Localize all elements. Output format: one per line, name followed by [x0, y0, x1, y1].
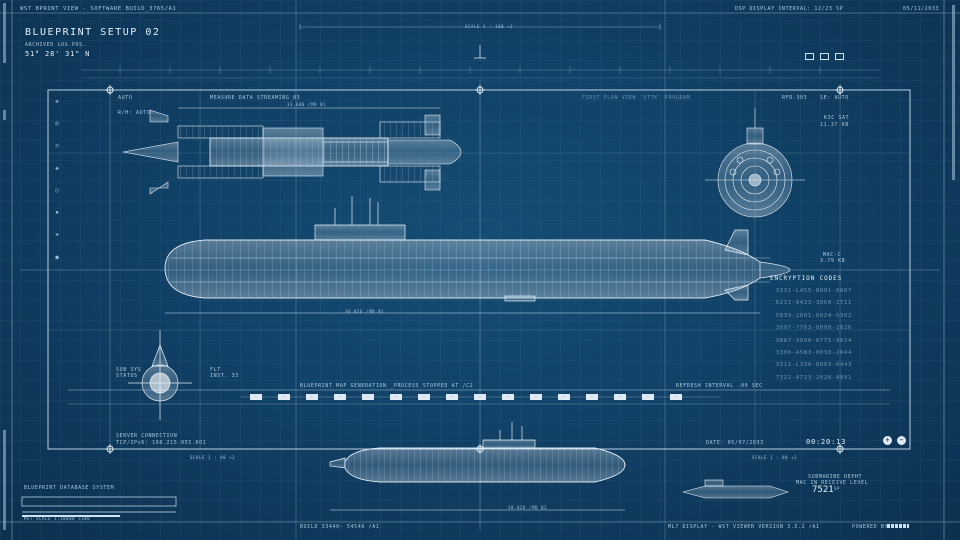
first-plan-label: FIRST PLAN VIEW 'UTTK' PROGRAM [582, 95, 691, 101]
encryption-code-list: 3331-L455-8001-6887 6231-8423-3068-2711 … [772, 288, 852, 387]
submarine-mini-view [681, 479, 789, 499]
square-icon[interactable]: ▪ [55, 209, 59, 216]
progress-mark: - [558, 394, 570, 400]
encryption-code: 3887-3090-8775-9024 [775, 337, 852, 344]
crosshair-icon[interactable]: ✥ [55, 98, 59, 105]
submarine-bottom-view [329, 422, 626, 483]
database-scale: MST SCALE 1:10000 +100 [24, 516, 91, 521]
progress-mark: - [642, 394, 654, 400]
front-ref: RFR-303 [782, 95, 808, 101]
submarine-side-view [164, 196, 791, 302]
display-interval: DSP DISPLAY INTERVAL: 12/23 SP [735, 6, 844, 12]
measure-label: MEASURE DATA STREAMING 03 [210, 95, 301, 101]
dot-icon[interactable]: ● [55, 254, 59, 261]
submarine-depth-label: SUBMARINE DEPHT [808, 474, 863, 480]
sub-sys-label: SUB SYS [116, 367, 142, 373]
database-label: BLUEPRINT DATABASE SYSTEM [24, 485, 115, 491]
progress-mark: - [306, 394, 318, 400]
progress-mark: - [614, 394, 626, 400]
auto-label: AUTO [118, 95, 133, 101]
progress-mark: - [446, 394, 458, 400]
status-label: STATUS [116, 373, 138, 379]
mac-label: MAC-C [823, 252, 842, 258]
encryption-code: 3331-L455-8001-6887 [775, 288, 852, 294]
encryption-heading: ENCRYPTION CODES [770, 275, 843, 282]
submarine-top-view [122, 109, 462, 195]
encryption-code: 3097-7763-8090-1826 [775, 325, 852, 332]
progress-mark: - [334, 394, 346, 400]
bottom-right-scale: SCALE 1 : 80 +2 [752, 455, 798, 460]
progress-mark: - [362, 394, 374, 400]
server-ip: TCP/IPv6: 168.215.055.001 [116, 440, 207, 446]
brand-logo-icon [887, 524, 909, 528]
encryption-code: 3312-L330-8003-0443 [775, 362, 852, 369]
bottom-dimension: 30.026 /MD 02 [508, 505, 548, 510]
receive-level-label: MAC IN RECEIVE LEVEL [796, 480, 869, 486]
flt-label: FLT [210, 367, 221, 373]
depth-value: 7521 [812, 485, 834, 495]
zoom-in-icon[interactable]: + [883, 436, 892, 445]
footer-display: ML7 DISPLAY - WST VIEWER VERSION 3.5.2 /… [668, 524, 820, 530]
footer-powered: POWERED BY [852, 524, 889, 530]
sat-label: K3C SAT [824, 115, 850, 121]
database-bars [21, 496, 177, 517]
encryption-code: 3306-A5W3-0038-2044 [775, 349, 852, 356]
encryption-code: 6231-8423-3068-2711 [775, 300, 852, 307]
top-scale-label: SCALE 1 : 100 +2 [465, 24, 514, 29]
progress-mark: - [502, 394, 514, 400]
refresh-label: REFRESH INTERVAL .00 SEC [676, 383, 763, 389]
archive-label: ARCHIVED LOG POS. [25, 42, 87, 48]
submarine-rear-view [128, 330, 192, 420]
mac-value: 3.79 KB [820, 258, 846, 264]
progress-marks: ---------------- [250, 394, 710, 401]
diamond-icon[interactable]: ◇ [55, 142, 59, 149]
coordinates: 51° 28' 31" N [25, 50, 91, 58]
footer-build: BUILD 33440- 54546 /A1 [300, 524, 380, 530]
server-label: SERVER CONNECTION [116, 433, 178, 439]
side-dimension: 30.026 /MD 01 [345, 309, 385, 314]
encryption-code: 5839-2001-0024-5302 [775, 312, 852, 319]
app-title: WST BPRINT VIEW - SOFTWARE BUILD_3765/A1 [20, 6, 177, 12]
encryption-code: 7322-8723-2028-8891 [775, 374, 852, 381]
inst-label: INST. 33 [210, 373, 239, 379]
top-dimension: 33.600 /MD 01 [287, 102, 327, 107]
progress-mark: - [250, 394, 262, 400]
status-timer: 00:20:13 [806, 438, 847, 446]
sat-value: 11.37 KB [820, 122, 849, 128]
left-bar-mid [3, 110, 6, 120]
progress-mark: - [586, 394, 598, 400]
left-bar-top [3, 3, 6, 63]
progress-mark: - [474, 394, 486, 400]
progress-mark: - [418, 394, 430, 400]
submarine-front-view [705, 108, 805, 218]
progress-mark: - [390, 394, 402, 400]
header-date: 05/11/2033 [903, 6, 940, 12]
circle-icon[interactable]: ○ [55, 187, 59, 194]
node-icon[interactable]: ◈ [55, 165, 59, 172]
rh-auto-label: R/H: AUTO [118, 110, 151, 116]
page-title: BLUEPRINT SETUP 02 [25, 27, 161, 38]
top-ruler [299, 24, 661, 30]
left-bar-bottom [3, 430, 6, 530]
progress-mark: - [530, 394, 542, 400]
target-icon[interactable]: ◎ [55, 120, 59, 127]
progress-label: BLUEPRINT MAP GENERATION _PROCESS STOPPE… [300, 383, 474, 389]
depth-unit: SP [834, 486, 841, 491]
progress-mark: - [278, 394, 290, 400]
zoom-out-icon[interactable]: − [897, 436, 906, 445]
progress-mark: - [670, 394, 682, 400]
front-auto: SE: AUTO [820, 95, 849, 101]
right-bar-top [952, 5, 955, 180]
layout-icon[interactable] [835, 53, 844, 60]
save-icon[interactable] [805, 53, 814, 60]
window-icon[interactable] [820, 53, 829, 60]
plus-icon[interactable]: ✚ [55, 231, 59, 238]
bottom-left-scale: SCALE 1 : 80 +2 [190, 455, 236, 460]
status-date: DATE: 05/07/2033 [706, 440, 764, 446]
